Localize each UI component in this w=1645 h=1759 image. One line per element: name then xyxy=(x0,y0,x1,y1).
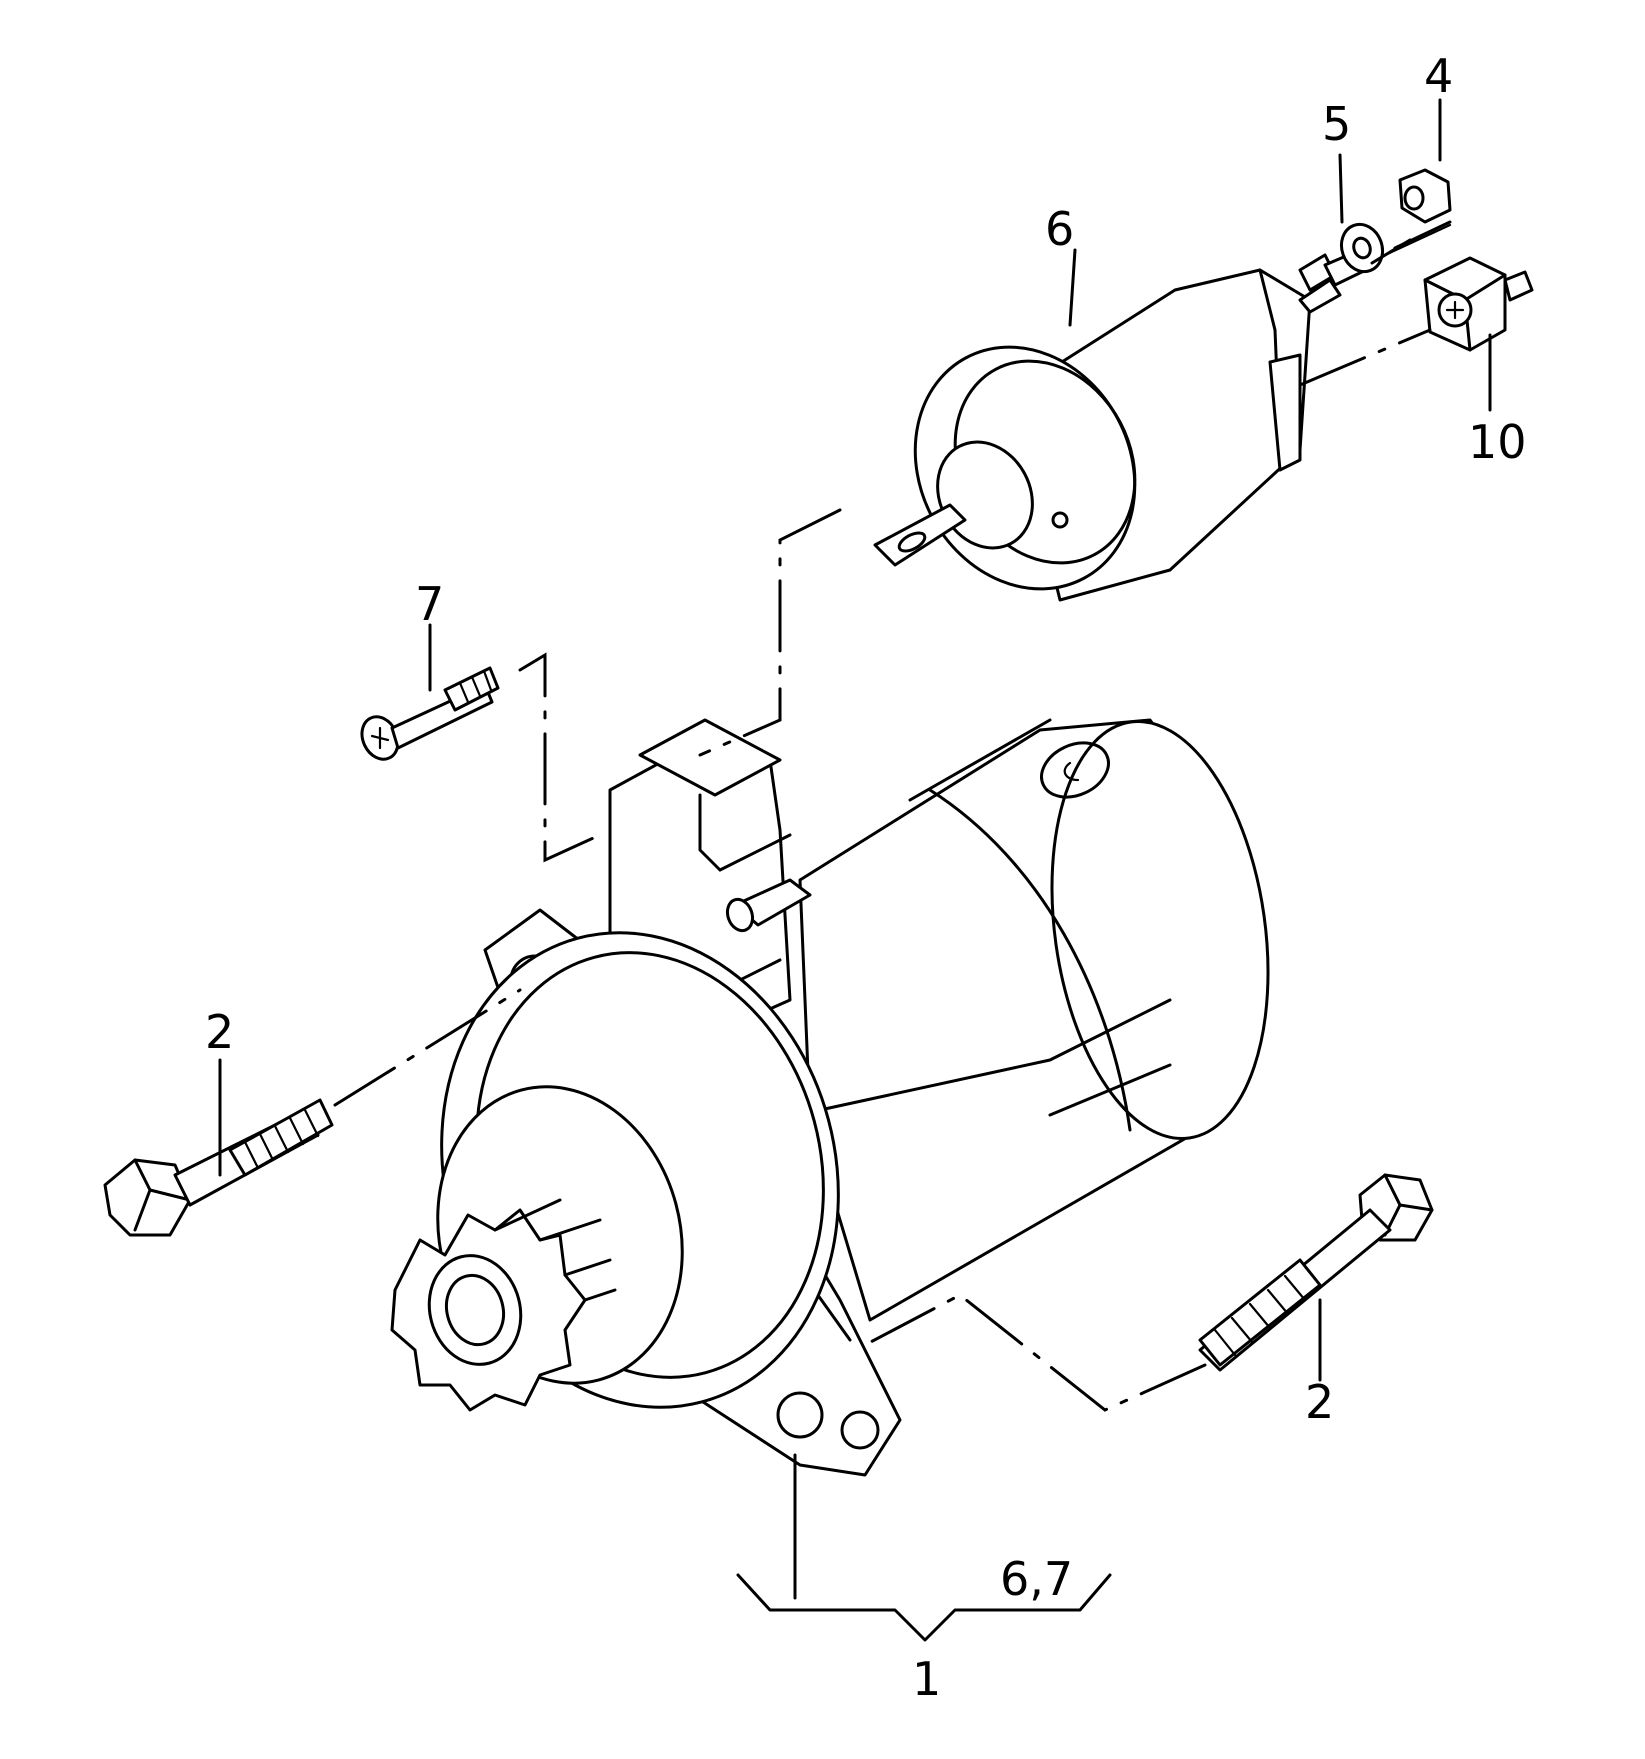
callout-7: 7 xyxy=(415,577,444,631)
pinion-gear xyxy=(390,1198,617,1412)
callout-6-7: 6,7 xyxy=(1000,1552,1073,1606)
callout-2-left: 2 xyxy=(205,1005,234,1059)
wire-connector[interactable] xyxy=(1423,256,1534,352)
countersunk-screw[interactable] xyxy=(355,666,500,765)
callout-4: 4 xyxy=(1424,49,1453,103)
leader-lines xyxy=(218,98,1492,1642)
callout-2-right: 2 xyxy=(1305,1375,1334,1429)
hex-bolt-right[interactable] xyxy=(1198,1173,1434,1372)
callout-labels: 1 2 2 4 5 6 6,7 7 10 xyxy=(205,49,1527,1706)
hex-bolt-left[interactable] xyxy=(103,1098,334,1237)
callout-1: 1 xyxy=(912,1652,941,1706)
solenoid-switch[interactable] xyxy=(873,268,1342,628)
assembly-lines xyxy=(333,220,1452,1412)
callout-5: 5 xyxy=(1322,97,1351,151)
hex-nut[interactable] xyxy=(1398,168,1452,224)
callout-6: 6 xyxy=(1045,202,1074,256)
starter-motor[interactable] xyxy=(390,707,1294,1477)
callout-10: 10 xyxy=(1468,415,1527,469)
washer[interactable] xyxy=(1335,219,1389,278)
